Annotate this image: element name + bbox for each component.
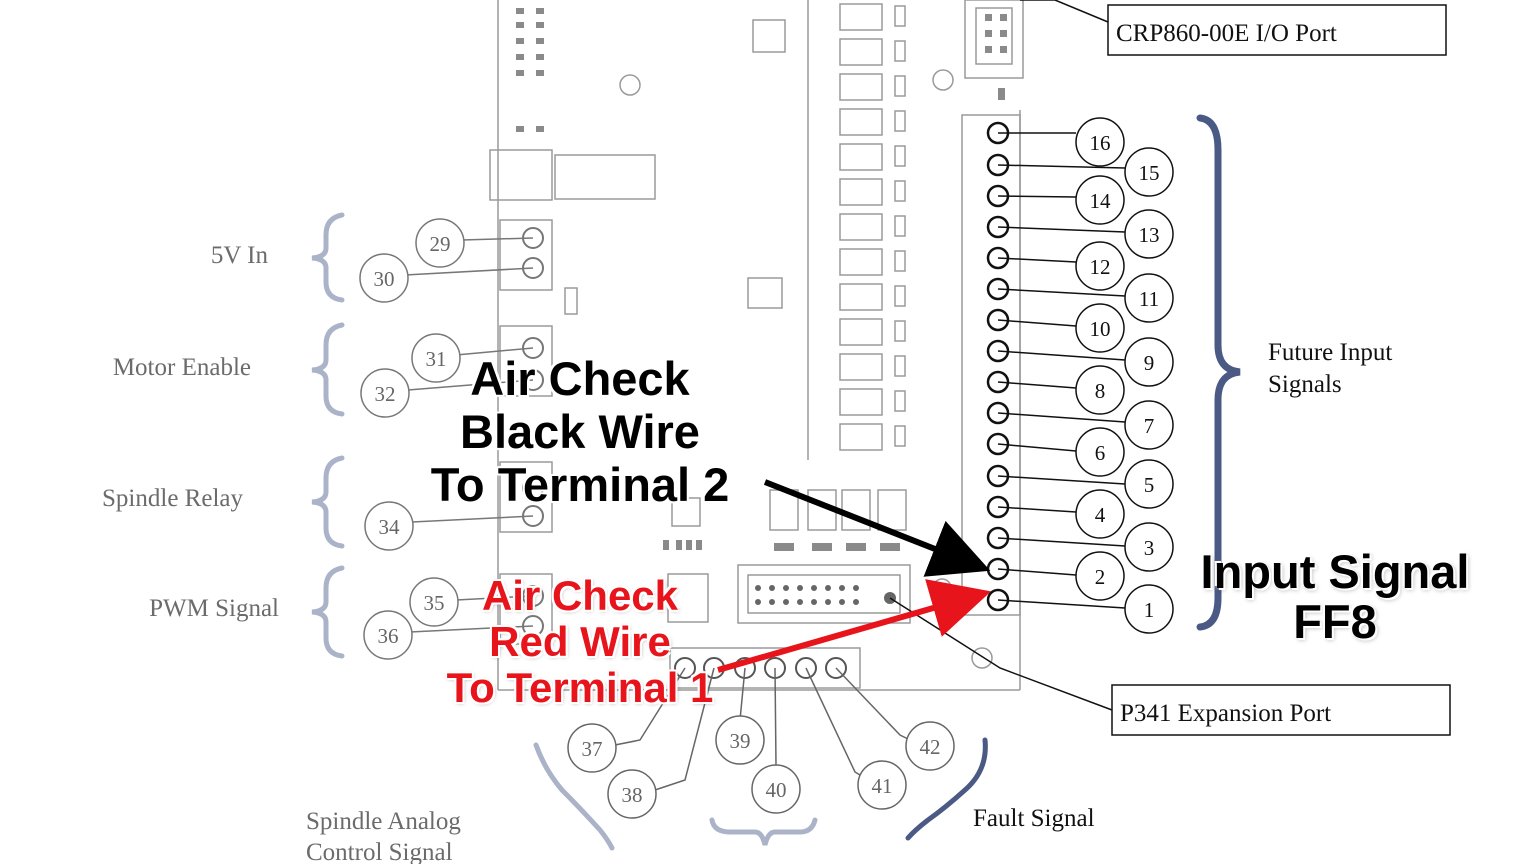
fault-signal-brace: [905, 737, 988, 841]
terminal-12: 12: [1090, 255, 1111, 279]
group-label-fault-signal: Fault Signal: [973, 805, 1095, 832]
middle-brace: [709, 817, 818, 846]
terminal-15: 15: [1139, 161, 1160, 185]
future-input-brace: [1196, 114, 1241, 631]
io-port-label: CRP860-00E I/O Port: [1116, 20, 1337, 47]
red-wire-line-2: Red Wire: [489, 618, 671, 665]
terminal-11: 11: [1139, 287, 1159, 311]
group-label-spindle-relay: Spindle Relay: [102, 485, 243, 512]
expansion-port-label: P341 Expansion Port: [1120, 700, 1331, 727]
terminal-32: 32: [375, 382, 396, 406]
terminal-29: 29: [430, 232, 451, 256]
group-label-future-input-line2: Signals: [1268, 371, 1342, 398]
input-signal-annotation: Input Signal FF8: [1160, 548, 1510, 648]
terminal-34: 34: [379, 515, 401, 539]
left-leader-lines: [404, 237, 534, 633]
input-signal-line-2: FF8: [1293, 595, 1377, 648]
bottom-terminal-numbers: 37 38 39 40 41 42: [582, 729, 941, 807]
board-pads: [516, 8, 1007, 551]
expansion-port-pins: [755, 578, 952, 605]
terminal-35: 35: [424, 591, 445, 615]
black-wire-line-1: Air Check: [470, 352, 690, 405]
bottom-leader-lines: [614, 667, 911, 791]
red-wire-annotation: Air Check Red Wire To Terminal 1: [390, 575, 770, 713]
terminal-1: 1: [1144, 598, 1155, 622]
terminal-37: 37: [582, 737, 603, 761]
terminal-40: 40: [766, 778, 787, 802]
terminal-6: 6: [1095, 441, 1106, 465]
terminal-8: 8: [1095, 379, 1106, 403]
group-label-pwm-signal: PWM Signal: [149, 595, 279, 622]
black-wire-line-3: To Terminal 2: [430, 458, 730, 511]
terminal-7: 7: [1144, 414, 1155, 438]
terminal-5: 5: [1144, 473, 1155, 497]
left-terminal-circles: [359, 218, 465, 660]
terminal-30: 30: [374, 267, 395, 291]
left-braces: [311, 212, 345, 659]
io-port-callout: CRP860-00E I/O Port: [1020, 0, 1447, 56]
black-wire-annotation: Air Check Black Wire To Terminal 2: [380, 355, 780, 514]
terminal-2: 2: [1095, 565, 1106, 589]
input-signal-line-1: Input Signal: [1200, 545, 1470, 598]
left-terminal-screws: [522, 227, 544, 637]
terminal-42: 42: [920, 735, 941, 759]
terminal-9: 9: [1144, 351, 1155, 375]
terminal-4: 4: [1095, 503, 1106, 527]
red-wire-arrow: [717, 579, 992, 673]
terminal-31: 31: [426, 347, 447, 371]
terminal-16: 16: [1090, 131, 1111, 155]
red-wire-line-3: To Terminal 1: [446, 664, 714, 711]
group-label-spindle-analog-line2: Control Signal: [306, 839, 453, 864]
group-label-future-input-line1: Future Input: [1268, 339, 1392, 366]
terminal-41: 41: [872, 774, 893, 798]
right-terminal-numbers: 16 15 14 13 12 11 10 9 8 7 6 5 4 3 2 1: [1090, 131, 1160, 622]
terminal-36: 36: [378, 624, 399, 648]
terminal-14: 14: [1090, 189, 1112, 213]
relay-components: [839, 3, 906, 451]
group-label-5v-in: 5V In: [211, 242, 269, 269]
bottom-braces: [533, 737, 988, 851]
spindle-analog-brace: [533, 742, 615, 851]
terminal-10: 10: [1090, 317, 1111, 341]
terminal-13: 13: [1139, 223, 1160, 247]
black-wire-line-2: Black Wire: [460, 405, 700, 458]
expansion-port-callout: P341 Expansion Port: [889, 597, 1451, 736]
bottom-terminal-circles: [567, 715, 955, 819]
right-terminal-circles: [1075, 117, 1174, 634]
black-wire-arrow: [763, 479, 991, 577]
group-label-motor-enable: Motor Enable: [113, 354, 251, 381]
terminal-39: 39: [730, 729, 751, 753]
terminal-3: 3: [1144, 536, 1155, 560]
red-wire-line-1: Air Check: [481, 572, 679, 619]
left-terminal-numbers: 29 30 31 32 34 35 36: [374, 232, 451, 648]
group-label-spindle-analog-line1: Spindle Analog: [306, 808, 461, 835]
right-leader-lines: [997, 132, 1126, 609]
terminal-38: 38: [622, 783, 643, 807]
